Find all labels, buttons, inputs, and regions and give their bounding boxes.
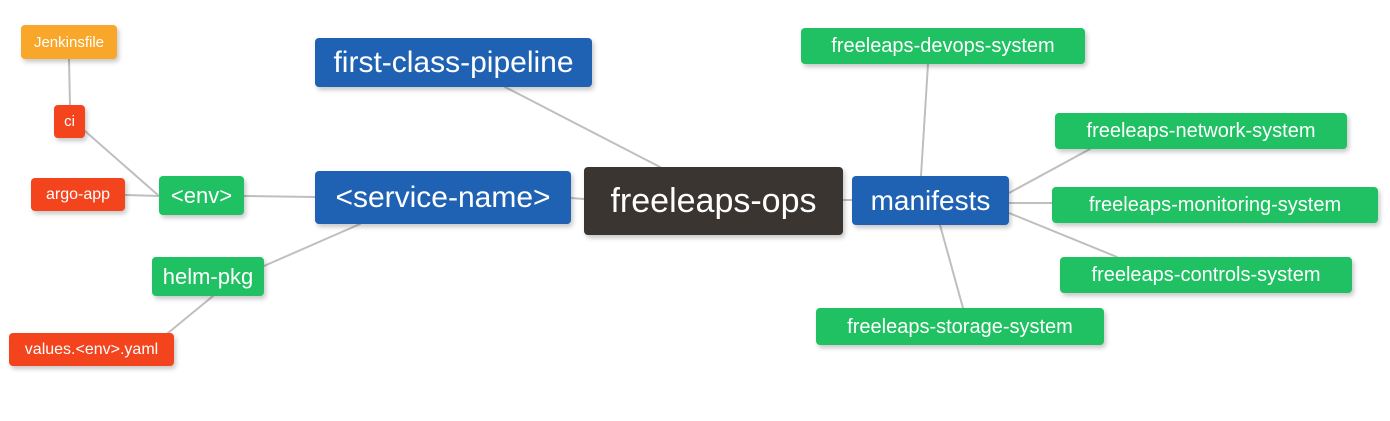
edge-env-to-service-name [243,195,316,198]
mindmap-node-label-jenkinsfile: Jenkinsfile [33,33,105,51]
edge-argo-app-to-env [124,194,160,197]
mindmap-node-label-values-yaml: values.<env>.yaml [24,340,159,358]
mindmap-node-label-freeleaps-ops: freeleaps-ops [610,182,817,220]
edge-manifests-to-freeleaps-storage-system [939,224,964,309]
mindmap-node-jenkinsfile[interactable]: Jenkinsfile [21,25,117,59]
mindmap-node-label-freeleaps-monitoring-system: freeleaps-monitoring-system [1088,194,1342,216]
mindmap-node-freeleaps-controls-system[interactable]: freeleaps-controls-system [1060,257,1352,293]
edge-manifests-to-freeleaps-devops-system [920,63,929,177]
mindmap-node-label-argo-app: argo-app [45,185,111,203]
mindmap-node-label-freeleaps-devops-system: freeleaps-devops-system [831,35,1055,57]
mindmap-node-label-ci: ci [64,113,75,130]
edge-values-yaml-to-helm-pkg [167,295,214,334]
mindmap-node-freeleaps-monitoring-system[interactable]: freeleaps-monitoring-system [1052,187,1378,223]
mindmap-node-label-freeleaps-controls-system: freeleaps-controls-system [1091,264,1321,286]
mindmap-node-label-freeleaps-storage-system: freeleaps-storage-system [847,315,1073,338]
mindmap-node-service-name[interactable]: <service-name> [315,171,571,224]
mindmap-node-freeleaps-devops-system[interactable]: freeleaps-devops-system [801,28,1085,64]
mindmap-node-freeleaps-ops[interactable]: freeleaps-ops [584,167,843,235]
mindmap-node-label-helm-pkg: helm-pkg [162,263,254,289]
edge-helm-pkg-to-service-name [263,223,361,267]
mindmap-node-first-class-pipeline[interactable]: first-class-pipeline [315,38,592,87]
mindmap-node-manifests[interactable]: manifests [852,176,1009,225]
mindmap-node-freeleaps-network-system[interactable]: freeleaps-network-system [1055,113,1347,149]
mindmap-node-label-first-class-pipeline: first-class-pipeline [333,45,574,79]
edge-service-name-to-freeleaps-ops [570,197,585,200]
edge-first-class-pipeline-to-freeleaps-ops [504,86,661,168]
mindmap-node-label-env: <env> [170,182,233,208]
mindmap-node-argo-app[interactable]: argo-app [31,178,125,211]
mindmap-node-env[interactable]: <env> [159,176,244,215]
edge-jenkinsfile-to-ci [68,58,71,106]
mindmap-node-label-manifests: manifests [870,184,991,216]
mindmap-node-label-service-name: <service-name> [335,180,551,214]
mindmap-node-ci[interactable]: ci [54,105,85,138]
mindmap-node-label-freeleaps-network-system: freeleaps-network-system [1086,120,1316,142]
mindmap-node-freeleaps-storage-system[interactable]: freeleaps-storage-system [816,308,1104,345]
mindmap-node-values-yaml[interactable]: values.<env>.yaml [9,333,174,366]
mindmap-node-helm-pkg[interactable]: helm-pkg [152,257,264,296]
